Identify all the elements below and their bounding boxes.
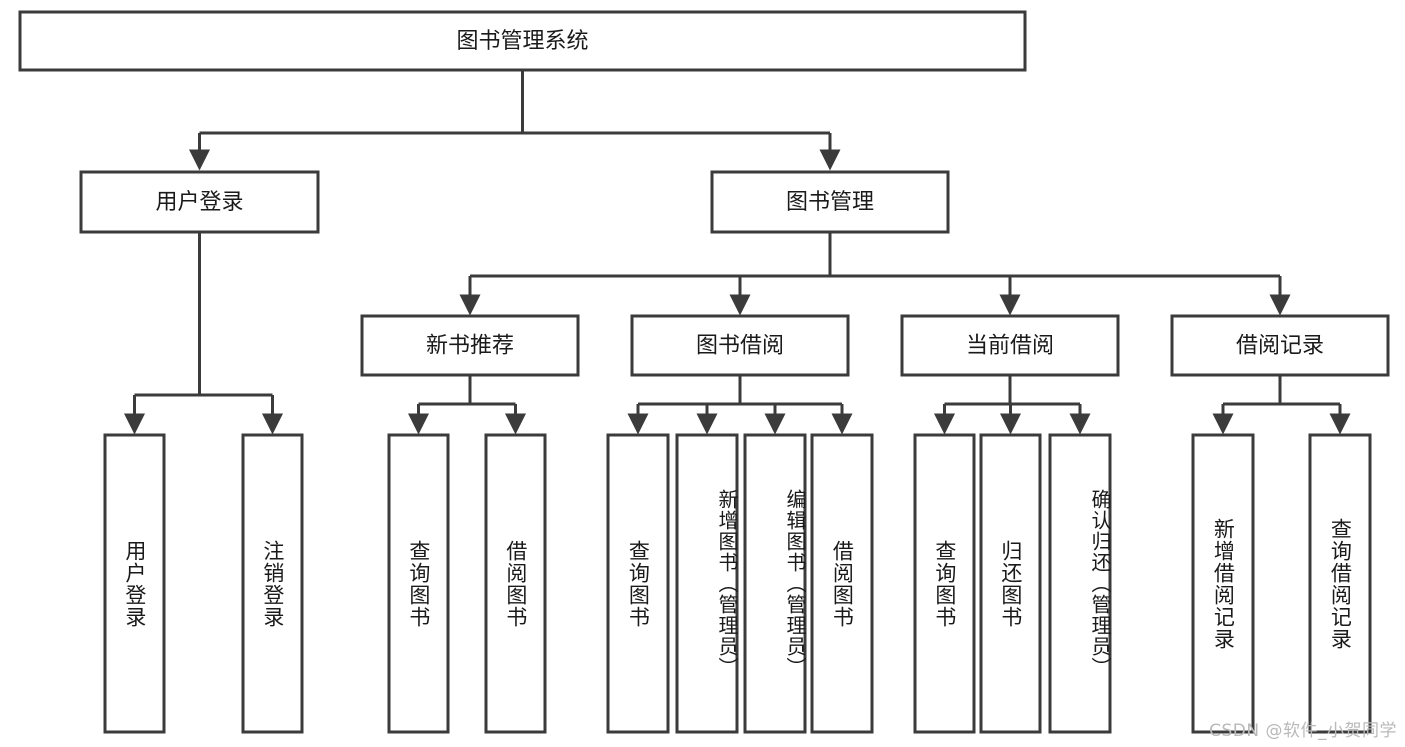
level3-node-3[interactable]: 借阅记录	[1170, 314, 1390, 377]
leaf-node-9[interactable]	[979, 433, 1042, 734]
level2-node-1-label: 图书管理	[786, 190, 874, 215]
leaf-node-4-rect[interactable]	[606, 433, 670, 734]
connector-root-to-level2	[189, 70, 841, 171]
level3-node-0-rect[interactable]	[360, 314, 580, 377]
level3-node-0-label: 新书推荐	[426, 334, 514, 359]
leaf-node-0-rect[interactable]	[103, 433, 166, 734]
root-node-book-management-system-label: 图书管理系统	[456, 29, 588, 54]
level3-node-2-rect[interactable]	[900, 314, 1120, 377]
level3-node-3-rect[interactable]	[1170, 314, 1390, 377]
level3-node-1-label: 图书借阅	[696, 334, 784, 359]
connector-new-book-to-leaves	[408, 375, 526, 435]
level3-node-1[interactable]: 图书借阅	[630, 314, 850, 377]
leaf-node-3-rect[interactable]	[484, 433, 547, 734]
leaf-node-1-rect[interactable]	[241, 433, 304, 734]
leaf-node-0[interactable]	[103, 433, 166, 734]
leaf-node-6[interactable]	[743, 433, 807, 734]
leaf-node-7-rect[interactable]	[810, 433, 874, 734]
leaf-node-7[interactable]	[810, 433, 874, 734]
root-node-book-management-system[interactable]: 图书管理系统	[18, 10, 1027, 72]
level3-node-2-label: 当前借阅	[966, 334, 1054, 359]
level3-node-3-label: 借阅记录	[1236, 334, 1324, 359]
leaf-node-9-rect[interactable]	[979, 433, 1042, 734]
connector-borrow-record-to-leaves	[1212, 375, 1351, 435]
root-node-book-management-system-rect[interactable]	[18, 10, 1027, 72]
level3-node-0[interactable]: 新书推荐	[360, 314, 580, 377]
leaf-node-2[interactable]	[387, 433, 450, 734]
connector-user-login-to-leaves	[124, 232, 283, 435]
leaf-node-12-rect[interactable]	[1308, 433, 1372, 734]
level2-node-0[interactable]: 用户登录	[79, 170, 320, 234]
level2-node-1[interactable]: 图书管理	[710, 170, 950, 234]
leaf-node-3[interactable]	[484, 433, 547, 734]
connector-current-borrow-to-leaves	[934, 375, 1091, 435]
leaf-node-11-rect[interactable]	[1191, 433, 1255, 734]
level3-node-1-rect[interactable]	[630, 314, 850, 377]
leaf-node-10[interactable]	[1048, 433, 1112, 734]
leaf-node-8-rect[interactable]	[913, 433, 976, 734]
leaf-node-2-rect[interactable]	[387, 433, 450, 734]
leaf-node-5-rect[interactable]	[675, 433, 739, 734]
csdn-watermark: CSDN @软件_小贺同学	[1209, 721, 1397, 741]
leaf-node-1[interactable]	[241, 433, 304, 734]
leaf-node-10-rect[interactable]	[1048, 433, 1112, 734]
level2-node-0-rect[interactable]	[79, 170, 320, 234]
leaf-node-5[interactable]	[675, 433, 739, 734]
connector-borrow-to-leaves	[627, 375, 853, 435]
level2-node-1-rect[interactable]	[710, 170, 950, 234]
level2-node-0-label: 用户登录	[155, 190, 243, 215]
leaf-node-11[interactable]	[1191, 433, 1255, 734]
connector-book-mgmt-to-level3	[459, 232, 1291, 316]
leaf-node-4[interactable]	[606, 433, 670, 734]
leaf-node-8[interactable]	[913, 433, 976, 734]
leaf-node-12[interactable]	[1308, 433, 1372, 734]
level3-node-2[interactable]: 当前借阅	[900, 314, 1120, 377]
leaf-node-6-rect[interactable]	[743, 433, 807, 734]
